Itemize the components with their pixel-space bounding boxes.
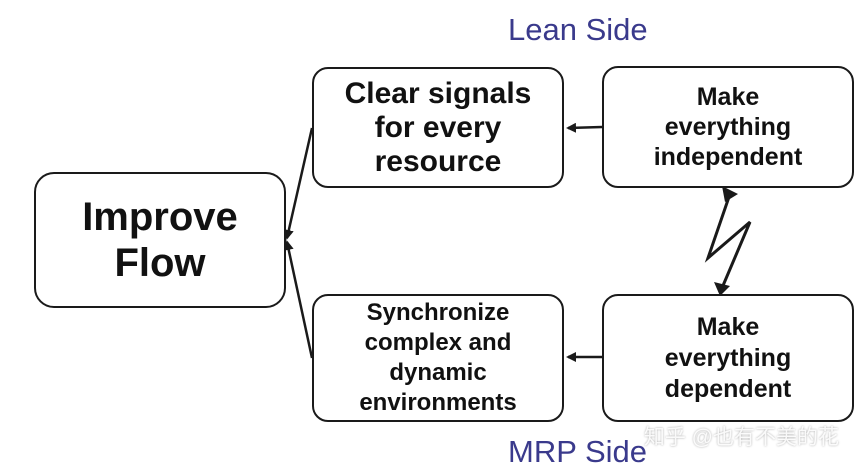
make-dependent-box: Make everything dependent xyxy=(602,294,854,422)
improve-flow-text: Improve Flow xyxy=(82,195,238,285)
arrow-signals-to-improve xyxy=(283,127,314,240)
make-dependent-text: Make everything dependent xyxy=(664,312,792,403)
mrp-side-label: MRP Side xyxy=(508,434,647,469)
make-independent-text: Make everything independent xyxy=(653,83,803,171)
clear-signals-box: Clear signals for every resource xyxy=(312,67,564,188)
synchronize-text: Synchronize complex and dynamic environm… xyxy=(359,299,517,416)
arrow-sync-to-improve xyxy=(283,240,314,359)
lean-side-label: Lean Side xyxy=(508,12,648,47)
lightning-bolt-icon xyxy=(704,186,752,296)
improve-flow-box: Improve Flow xyxy=(34,172,286,308)
clear-signals-text: Clear signals for every resource xyxy=(344,76,532,178)
synchronize-box: Synchronize complex and dynamic environm… xyxy=(312,294,564,422)
watermark: 知乎 @也有不美的花 xyxy=(643,426,839,449)
make-independent-box: Make everything independent xyxy=(602,66,854,188)
arrow-independent-to-signals xyxy=(566,122,603,133)
